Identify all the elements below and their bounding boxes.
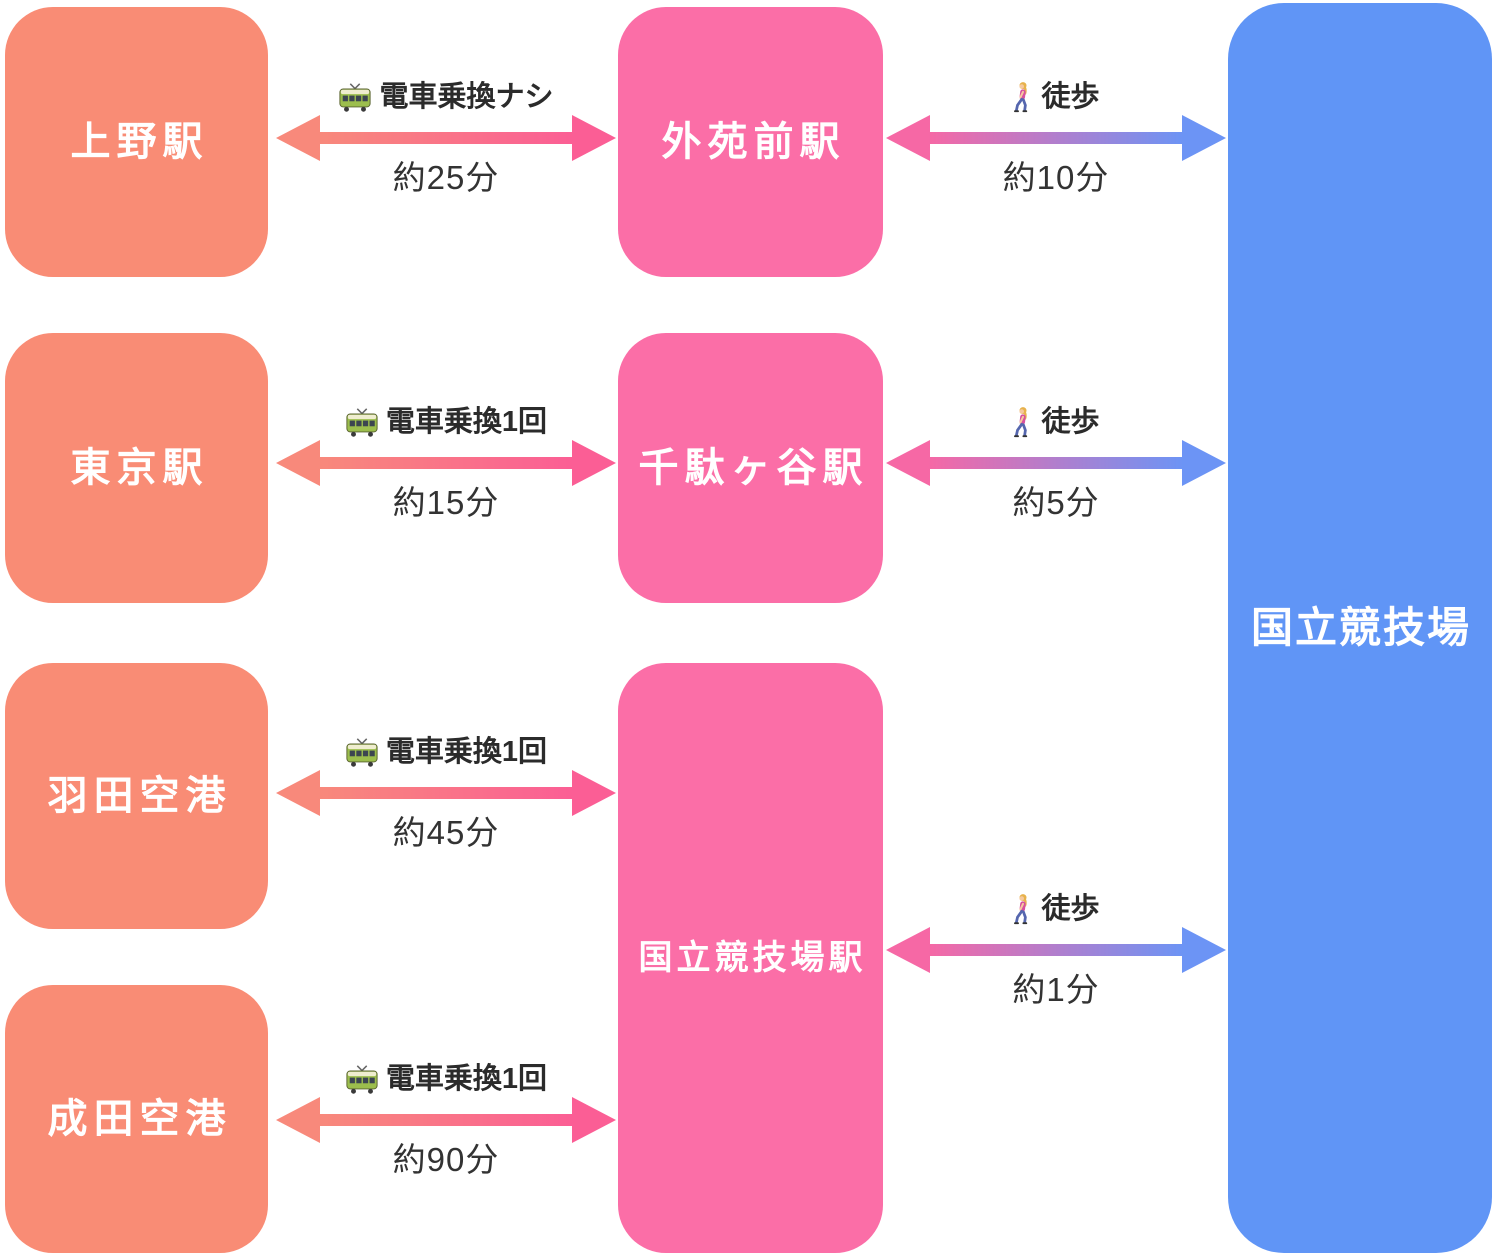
destination-label: 国立競技場	[1250, 604, 1471, 651]
train-link-time: 約15分	[392, 484, 500, 521]
station-box-haneda: 羽田空港	[5, 663, 268, 929]
station-label: 成田空港	[47, 1097, 232, 1141]
walk-link-gaienmae-stadium: 徒歩 約10分	[886, 79, 1226, 199]
arrow-left-head	[886, 115, 930, 161]
double-arrow-train	[276, 770, 616, 816]
walker-icon	[1014, 82, 1028, 113]
station-box-narita: 成田空港	[5, 985, 268, 1253]
train-link-label: 電車乗換ナシ	[338, 79, 554, 115]
station-label: 東京駅	[70, 446, 209, 490]
arrow-shaft	[318, 132, 574, 144]
station-box-tokyo: 東京駅	[5, 333, 268, 603]
train-link-text: 電車乗換1回	[385, 406, 548, 438]
station-box-sendagaya: 千駄ヶ谷駅	[618, 333, 883, 603]
train-link-haneda-kokuritsu: 電車乗換1回 約45分	[276, 734, 616, 854]
arrow-shaft	[928, 944, 1184, 956]
arrow-left-head	[276, 770, 320, 816]
station-label: 羽田空港	[47, 774, 232, 818]
arrow-right-head	[1182, 927, 1226, 973]
arrow-right-head	[572, 1097, 616, 1143]
walker-icon	[1014, 407, 1028, 438]
arrow-shaft	[928, 132, 1184, 144]
station-box-gaienmae: 外苑前駅	[618, 7, 883, 277]
arrow-shaft	[928, 457, 1184, 469]
arrow-shaft	[318, 787, 574, 799]
walk-link-time: 約1分	[1012, 971, 1100, 1008]
walk-link-text: 徒歩	[1041, 406, 1100, 438]
station-label: 千駄ヶ谷駅	[638, 446, 869, 490]
train-icon	[346, 1064, 378, 1094]
walk-link-kokuritsu-stadium: 徒歩 約1分	[886, 891, 1226, 1011]
station-label: 外苑前駅	[661, 120, 846, 164]
walk-link-text: 徒歩	[1041, 893, 1100, 925]
train-link-label: 電車乗換1回	[345, 1061, 547, 1097]
walker-icon	[1014, 894, 1028, 925]
train-link-ueno-gaienmae: 電車乗換ナシ 約25分	[276, 79, 616, 199]
arrow-shaft	[318, 1114, 574, 1126]
station-box-kokuritsukyogijo: 国立競技場駅	[618, 663, 883, 1253]
arrow-left-head	[276, 115, 320, 161]
train-link-label: 電車乗換1回	[345, 734, 547, 770]
walk-link-label: 徒歩	[1012, 79, 1100, 115]
arrow-right-head	[1182, 115, 1226, 161]
arrow-left-head	[886, 440, 930, 486]
train-link-text: 電車乗換1回	[385, 736, 548, 768]
train-link-text: 電車乗換1回	[385, 1063, 548, 1095]
train-link-narita-kokuritsu: 電車乗換1回 約90分	[276, 1061, 616, 1181]
double-arrow-walk	[886, 927, 1226, 973]
arrow-left-head	[886, 927, 930, 973]
train-link-time: 約45分	[392, 814, 500, 851]
station-label: 国立競技場駅	[638, 939, 867, 977]
walk-link-label: 徒歩	[1012, 404, 1100, 440]
arrow-right-head	[572, 115, 616, 161]
arrow-left-head	[276, 440, 320, 486]
double-arrow-walk	[886, 440, 1226, 486]
station-label: 上野駅	[70, 120, 209, 164]
train-link-time: 約25分	[392, 159, 500, 196]
destination-box-stadium: 国立競技場	[1228, 3, 1492, 1253]
arrow-right-head	[1182, 440, 1226, 486]
double-arrow-train	[276, 115, 616, 161]
train-icon	[346, 737, 378, 767]
train-link-time: 約90分	[392, 1141, 500, 1178]
train-link-tokyo-sendagaya: 電車乗換1回 約15分	[276, 404, 616, 524]
arrow-right-head	[572, 770, 616, 816]
station-box-ueno: 上野駅	[5, 7, 268, 277]
walk-link-time: 約5分	[1012, 484, 1100, 521]
arrow-right-head	[572, 440, 616, 486]
walk-link-sendagaya-stadium: 徒歩 約5分	[886, 404, 1226, 524]
double-arrow-walk	[886, 115, 1226, 161]
walk-link-time: 約10分	[1002, 159, 1110, 196]
arrow-shaft	[318, 457, 574, 469]
double-arrow-train	[276, 440, 616, 486]
train-link-text: 電車乗換ナシ	[379, 81, 554, 113]
walk-link-text: 徒歩	[1041, 81, 1100, 113]
double-arrow-train	[276, 1097, 616, 1143]
walk-link-label: 徒歩	[1012, 891, 1100, 927]
arrow-left-head	[276, 1097, 320, 1143]
train-link-label: 電車乗換1回	[345, 404, 547, 440]
train-icon	[339, 82, 372, 112]
train-icon	[346, 407, 378, 437]
